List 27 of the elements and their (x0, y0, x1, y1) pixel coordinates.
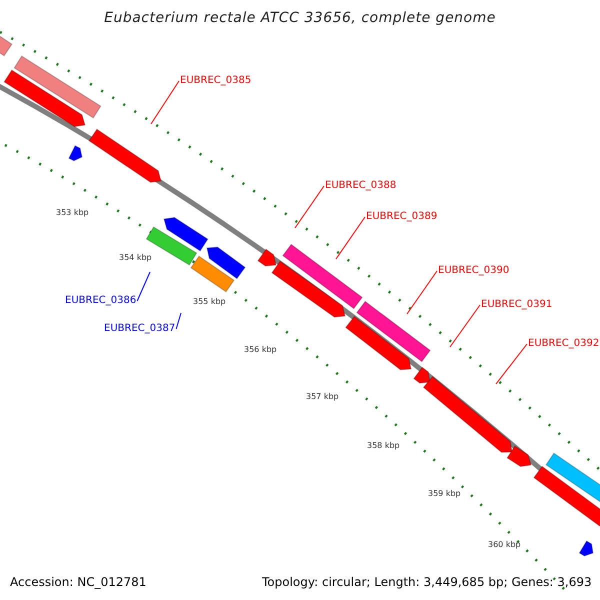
scale-label: 359 kbp (428, 490, 461, 498)
gene-label: EUBREC_0385 (180, 76, 252, 86)
leader-line (150, 80, 180, 124)
leader-line (176, 312, 182, 330)
leader-line (406, 270, 438, 314)
leader-line (450, 304, 480, 348)
leader-line (136, 272, 150, 302)
leader-line (336, 216, 366, 260)
scale-label: 354 kbp (119, 254, 152, 262)
gene-label: EUBREC_0388 (325, 181, 396, 191)
scale-label: 358 kbp (367, 442, 400, 450)
genome-info-text: Topology: circular; Length: 3,449,685 bp; Genes: 3,693 (262, 576, 592, 588)
scale-label: 353 kbp (56, 209, 89, 217)
map-title: Eubacterium rectale ATCC 33656, complete genome (103, 11, 497, 25)
scale-label: 356 kbp (244, 346, 277, 354)
gene-label: EUBREC_0389 (366, 212, 438, 222)
gene-label: EUBREC_0392 (528, 339, 600, 349)
gene-label: EUBREC_0391 (481, 300, 552, 310)
scale-label: 360 kbp (488, 541, 521, 549)
leader-line (294, 186, 324, 228)
scale-label: 355 kbp (193, 298, 226, 306)
gene-label: EUBREC_0386 (65, 296, 136, 306)
gene-label: EUBREC_0390 (438, 266, 510, 276)
accession-text: Accession: NC_012781 (10, 576, 146, 588)
leader-line (496, 344, 528, 384)
gene-label: EUBREC_0387 (104, 324, 176, 334)
scale-label: 357 kbp (306, 393, 339, 401)
